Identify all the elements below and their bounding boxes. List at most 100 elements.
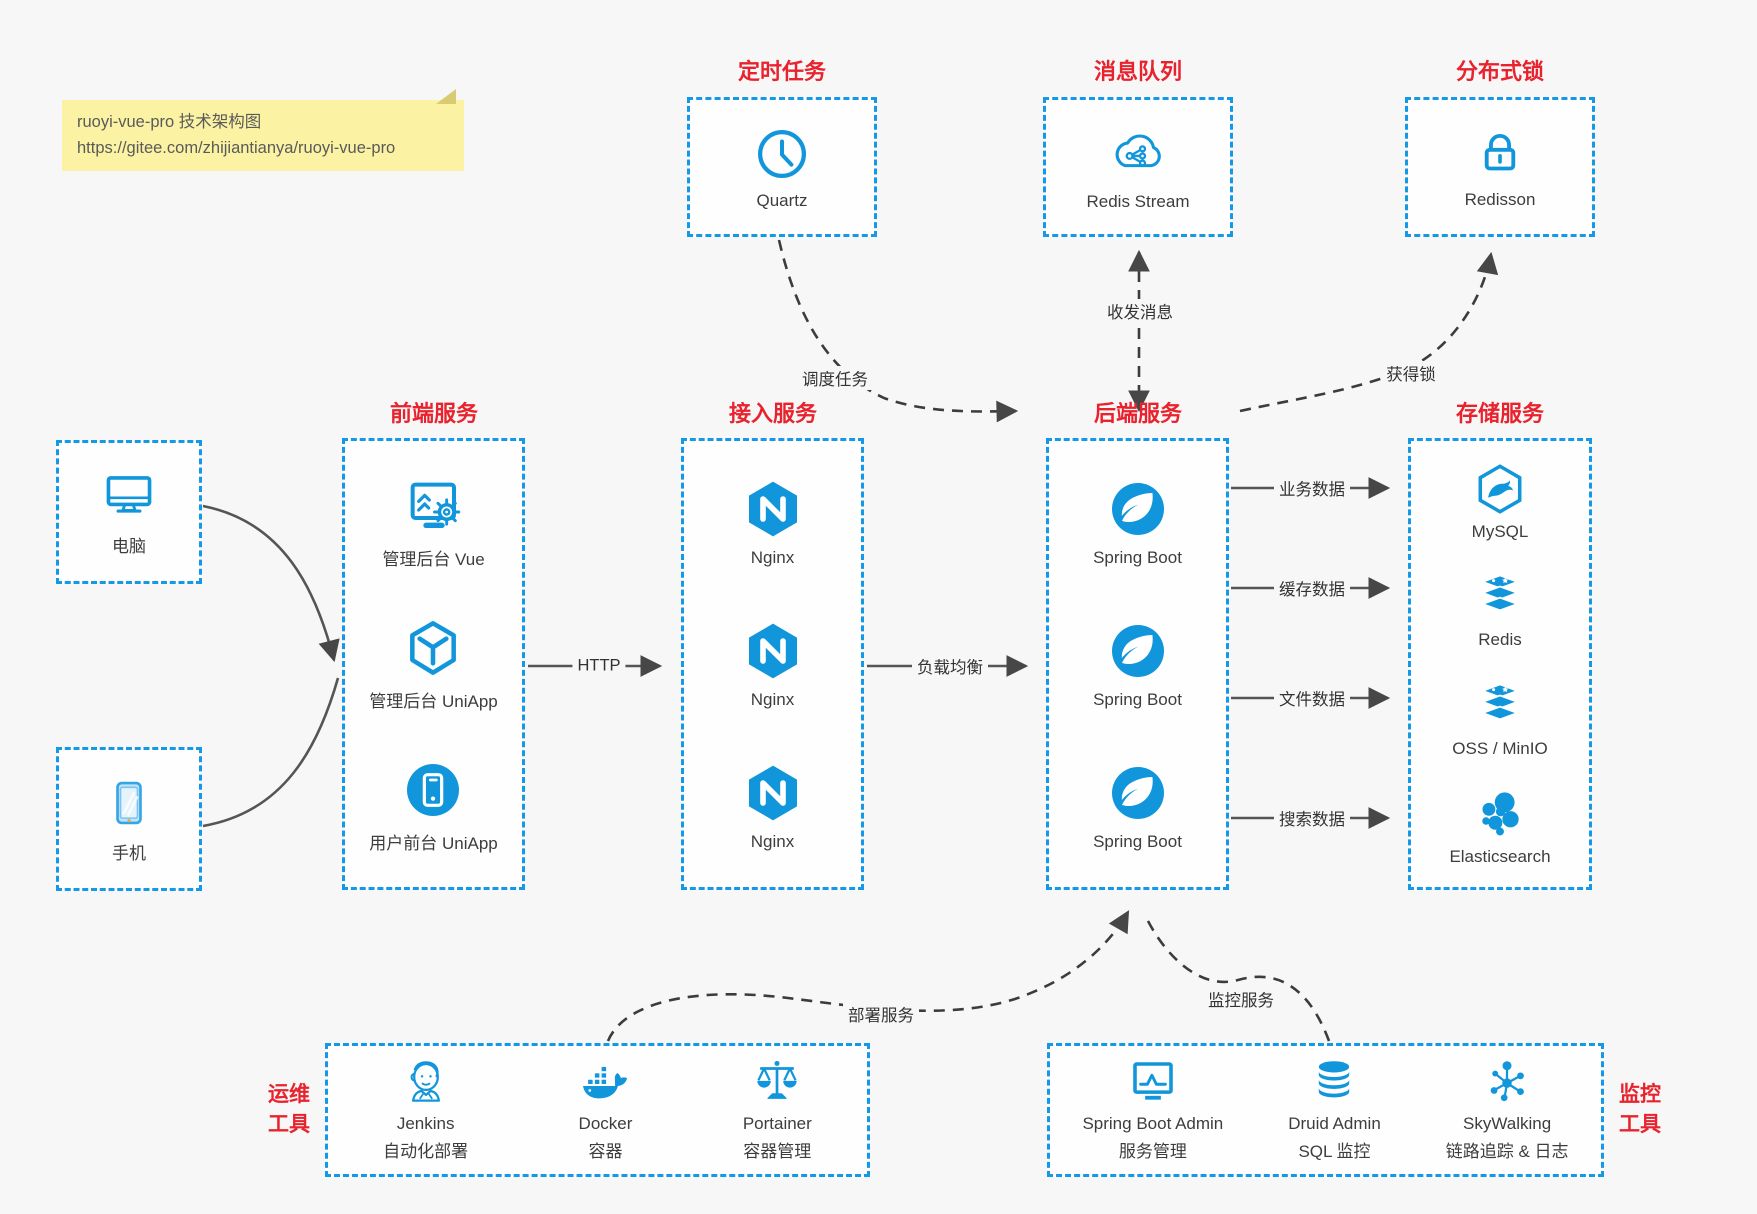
nginx-item-3: Nginx bbox=[741, 761, 805, 852]
edge-label-messaging: 收发消息 bbox=[1102, 299, 1178, 323]
edge-label-cache-data: 缓存数据 bbox=[1274, 576, 1350, 600]
portainer-name: Portainer bbox=[742, 1114, 812, 1134]
group-storage-services: MySQL Redis bbox=[1408, 438, 1592, 890]
phone-item: 手机 bbox=[100, 774, 158, 864]
edge-label-http: HTTP bbox=[572, 656, 626, 676]
nginx-item-1: Nginx bbox=[741, 477, 805, 568]
springboot-item-1: Spring Boot bbox=[1093, 477, 1182, 568]
title-distributed-lock: 分布式锁 bbox=[1455, 59, 1545, 84]
mysql-label: MySQL bbox=[1471, 521, 1529, 541]
storage-stack-icon bbox=[1479, 683, 1521, 721]
druid-desc: SQL 监控 bbox=[1298, 1142, 1371, 1161]
database-icon bbox=[1319, 1061, 1350, 1098]
docker-desc: 容器 bbox=[588, 1142, 623, 1161]
title-message-queue: 消息队列 bbox=[1093, 59, 1183, 84]
user-uniapp-label: 用户前台 UniApp bbox=[369, 834, 498, 853]
spring-boot-icon bbox=[1111, 482, 1164, 535]
edge-monitor-curve bbox=[1144, 916, 1331, 1042]
user-uniapp-item: 用户前台 UniApp bbox=[369, 758, 498, 854]
sticky-note: ruoyi-vue-pro 技术架构图 https://gitee.com/zh… bbox=[62, 89, 464, 171]
mysql-item: MySQL bbox=[1471, 461, 1529, 542]
title-access-services: 接入服务 bbox=[728, 401, 818, 426]
redis-stream-label: Redis Stream bbox=[1086, 191, 1190, 211]
quartz-item: Quartz bbox=[752, 124, 812, 211]
group-access-services: Nginx Nginx Nginx bbox=[681, 438, 864, 890]
elasticsearch-label: Elasticsearch bbox=[1449, 847, 1551, 867]
springboot-item-3: Spring Boot bbox=[1093, 761, 1182, 852]
quartz-label: Quartz bbox=[756, 190, 808, 210]
topology-icon bbox=[1490, 1061, 1524, 1102]
docker-name: Docker bbox=[578, 1114, 633, 1134]
spring-boot-icon bbox=[1111, 766, 1164, 819]
edge-pc-to-frontend bbox=[202, 504, 340, 663]
springboot-label-3: Spring Boot bbox=[1093, 831, 1182, 851]
title-frontend-services: 前端服务 bbox=[389, 401, 479, 426]
jenkins-desc: 自动化部署 bbox=[383, 1142, 469, 1161]
clock-icon bbox=[758, 129, 806, 178]
admin-vue-item: 管理后台 Vue bbox=[382, 474, 485, 570]
docker-whale-icon bbox=[583, 1066, 628, 1099]
scales-icon bbox=[757, 1061, 797, 1100]
redis-stack-icon bbox=[1479, 574, 1521, 612]
edge-label-search-data: 搜索数据 bbox=[1274, 806, 1350, 830]
group-monitoring-tools: Spring Boot Admin 服务管理 Druid Admin SQL 监… bbox=[1047, 1043, 1604, 1177]
admin-uniapp-item: 管理后台 UniApp bbox=[369, 616, 498, 712]
ops-tools-side-label: 运维 工具 bbox=[268, 1083, 310, 1136]
uniapp-cube-icon bbox=[410, 621, 457, 675]
note-title: ruoyi-vue-pro 技术架构图 bbox=[77, 113, 262, 131]
edge-phone-to-frontend bbox=[202, 677, 340, 828]
edge-label-deploy: 部署服务 bbox=[843, 1002, 919, 1026]
docker-item: Docker 容器 bbox=[578, 1055, 632, 1164]
phone-label: 手机 bbox=[112, 844, 146, 863]
group-ops-tools: Jenkins 自动化部署 Docker 容器 bbox=[325, 1043, 870, 1177]
lock-icon bbox=[1484, 133, 1516, 170]
node-redisson: Redisson bbox=[1405, 97, 1595, 237]
skywalking-name: SkyWalking bbox=[1463, 1114, 1552, 1134]
springboot-label-1: Spring Boot bbox=[1093, 547, 1182, 567]
edge-label-acquire-lock: 获得锁 bbox=[1381, 361, 1441, 385]
note-url: https://gitee.com/zhijiantianya/ruoyi-vu… bbox=[77, 139, 396, 158]
jenkins-name: Jenkins bbox=[396, 1114, 455, 1134]
redisson-label: Redisson bbox=[1464, 189, 1536, 209]
nginx-label-3: Nginx bbox=[750, 831, 795, 851]
edge-label-schedule: 调度任务 bbox=[797, 366, 873, 390]
node-phone: 手机 bbox=[56, 747, 202, 891]
edge-label-business-data: 业务数据 bbox=[1274, 476, 1350, 500]
edge-label-load-balance: 负载均衡 bbox=[912, 654, 988, 678]
edge-label-monitor: 监控服务 bbox=[1203, 987, 1279, 1011]
druid-item: Druid Admin SQL 监控 bbox=[1288, 1055, 1381, 1164]
redis-label: Redis bbox=[1478, 630, 1522, 650]
sba-desc: 服务管理 bbox=[1118, 1142, 1187, 1161]
oss-minio-item: OSS / MinIO bbox=[1452, 678, 1548, 759]
redis-item: Redis bbox=[1472, 569, 1528, 650]
cloud-share-icon bbox=[1115, 133, 1161, 167]
nginx-label-1: Nginx bbox=[750, 547, 795, 567]
node-redis-stream: Redis Stream bbox=[1043, 97, 1233, 237]
title-scheduled-tasks: 定时任务 bbox=[737, 59, 827, 84]
mysql-icon bbox=[1478, 463, 1522, 514]
oss-minio-label: OSS / MinIO bbox=[1452, 738, 1548, 758]
portainer-item: Portainer 容器管理 bbox=[743, 1055, 812, 1164]
note-fold-corner bbox=[436, 89, 456, 104]
nginx-label-2: Nginx bbox=[750, 689, 795, 709]
desktop-icon bbox=[106, 476, 152, 513]
pc-item: 电脑 bbox=[100, 467, 158, 557]
smartphone-icon bbox=[116, 781, 142, 825]
group-frontend-services: 管理后台 Vue 管理后台 UniApp 用户前台 UniApp bbox=[342, 438, 525, 890]
nginx-item-2: Nginx bbox=[741, 619, 805, 710]
edge-schedule-curve bbox=[777, 239, 1019, 423]
node-quartz: Quartz bbox=[687, 97, 877, 237]
jenkins-item: Jenkins 自动化部署 bbox=[383, 1055, 468, 1164]
springboot-label-2: Spring Boot bbox=[1093, 689, 1182, 709]
elasticsearch-item: Elasticsearch bbox=[1449, 786, 1551, 867]
group-backend-services: Spring Boot Spring Boot Spring Boot bbox=[1046, 438, 1229, 890]
jenkins-icon bbox=[410, 1061, 440, 1103]
nginx-icon bbox=[748, 765, 797, 820]
sba-item: Spring Boot Admin 服务管理 bbox=[1082, 1055, 1223, 1164]
elasticsearch-icon bbox=[1482, 792, 1519, 836]
redis-stream-item: Redis Stream bbox=[1086, 123, 1190, 212]
springboot-item-2: Spring Boot bbox=[1093, 619, 1182, 710]
skywalking-desc: 链路追踪 & 日志 bbox=[1445, 1142, 1569, 1161]
admin-screen-gear-icon bbox=[410, 482, 460, 528]
monitor-chart-icon bbox=[1133, 1062, 1173, 1101]
